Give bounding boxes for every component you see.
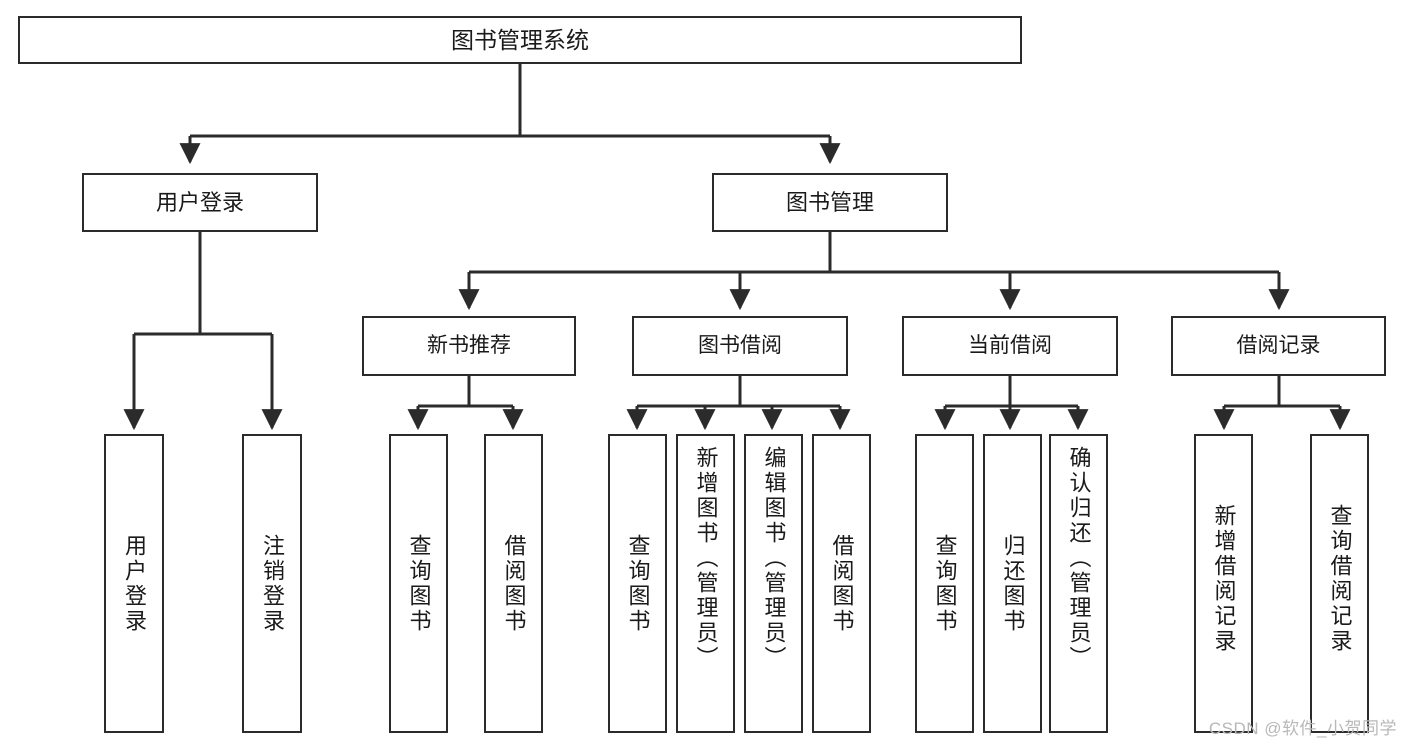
node-root-label: 图书管理系统 xyxy=(451,26,589,53)
node-leaf-add-record-label: 新增借阅记录 xyxy=(1211,504,1237,654)
node-leaf-user-login-label: 用户登录 xyxy=(122,534,147,634)
node-leaf-query-book-3-label: 查询图书 xyxy=(932,534,958,634)
node-book-borrow[interactable]: 图书借阅 xyxy=(632,316,848,376)
node-leaf-edit-book[interactable]: 编辑图书（管理员） xyxy=(744,434,803,733)
node-borrow-record-label: 借阅记录 xyxy=(1236,333,1321,357)
node-leaf-add-book-label: 新增图书（管理员） xyxy=(693,446,719,671)
node-leaf-borrow-book-2[interactable]: 借阅图书 xyxy=(812,434,871,733)
node-leaf-edit-book-label: 编辑图书（管理员） xyxy=(761,446,787,671)
node-leaf-logout[interactable]: 注销登录 xyxy=(242,434,302,733)
node-new-book-rec[interactable]: 新书推荐 xyxy=(362,316,576,376)
node-leaf-borrow-book-1-label: 借阅图书 xyxy=(501,534,527,634)
node-leaf-add-book[interactable]: 新增图书（管理员） xyxy=(676,434,735,733)
node-leaf-borrow-book-2-label: 借阅图书 xyxy=(829,534,855,634)
node-leaf-confirm-return-label: 确认归还（管理员） xyxy=(1066,446,1092,671)
node-leaf-query-record-label: 查询借阅记录 xyxy=(1327,504,1353,654)
node-root[interactable]: 图书管理系统 xyxy=(18,16,1022,64)
node-leaf-query-book-3[interactable]: 查询图书 xyxy=(915,434,974,733)
node-leaf-confirm-return[interactable]: 确认归还（管理员） xyxy=(1049,434,1108,733)
node-leaf-return-book-label: 归还图书 xyxy=(1000,534,1026,634)
node-user-login-label: 用户登录 xyxy=(155,189,244,215)
node-leaf-query-record[interactable]: 查询借阅记录 xyxy=(1310,434,1369,733)
node-leaf-logout-label: 注销登录 xyxy=(260,534,285,634)
node-leaf-query-book-1[interactable]: 查询图书 xyxy=(389,434,448,733)
node-leaf-return-book[interactable]: 归还图书 xyxy=(983,434,1042,733)
node-book-borrow-label: 图书借阅 xyxy=(698,333,782,357)
node-leaf-query-book-1-label: 查询图书 xyxy=(406,534,432,634)
node-leaf-query-book-2[interactable]: 查询图书 xyxy=(608,434,667,733)
node-current-borrow-label: 当前借阅 xyxy=(968,333,1052,357)
node-leaf-query-book-2-label: 查询图书 xyxy=(625,534,651,634)
node-user-login[interactable]: 用户登录 xyxy=(82,173,318,232)
node-book-manage-label: 图书管理 xyxy=(785,189,874,215)
node-leaf-user-login[interactable]: 用户登录 xyxy=(104,434,164,733)
node-new-book-rec-label: 新书推荐 xyxy=(427,333,511,357)
node-book-manage[interactable]: 图书管理 xyxy=(712,173,948,232)
node-leaf-borrow-book-1[interactable]: 借阅图书 xyxy=(484,434,543,733)
node-current-borrow[interactable]: 当前借阅 xyxy=(902,316,1118,376)
node-leaf-add-record[interactable]: 新增借阅记录 xyxy=(1194,434,1253,733)
node-borrow-record[interactable]: 借阅记录 xyxy=(1171,316,1386,376)
csdn-watermark: CSDN @软件_小贺同学 xyxy=(1208,719,1397,738)
